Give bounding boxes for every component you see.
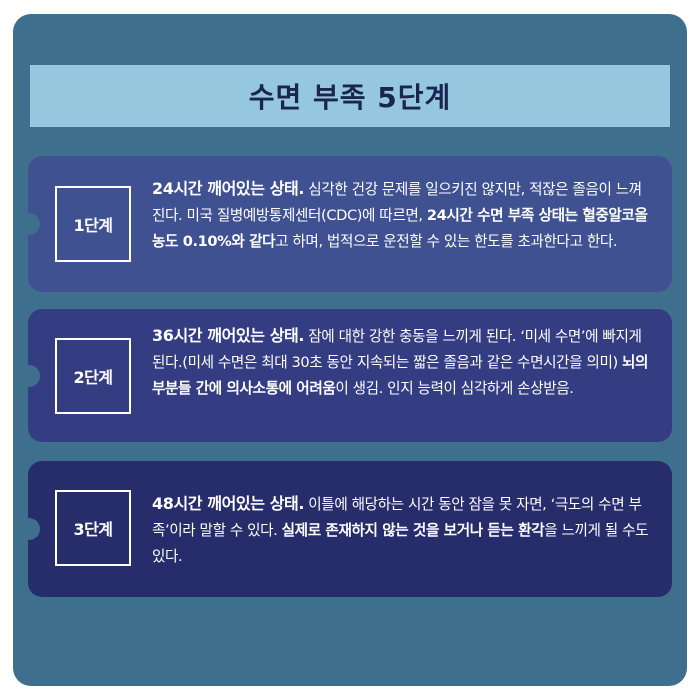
stage-heading: 48시간 깨어있는 상태. bbox=[152, 494, 305, 513]
stage-text: 이틀에 해당하는 시간 동안 잠을 못 자면, ‘극도의 수면 부족’이라 말할… bbox=[152, 496, 642, 539]
stage-emphasis: 뇌의 부분들 간에 의사소통에 어려움 bbox=[152, 354, 649, 397]
ticket-notch bbox=[18, 213, 40, 235]
stage-badge-3: 3단계 bbox=[55, 490, 131, 566]
ticket-notch bbox=[18, 518, 40, 540]
stage-text: 고 하며, 법적으로 운전할 수 있는 한도를 초과한다고 한다. bbox=[275, 233, 618, 250]
stage-label: 2단계 bbox=[73, 368, 113, 387]
stage-label: 1단계 bbox=[73, 216, 113, 235]
stage-text: 이 생김. 인지 능력이 심각하게 손상받음. bbox=[335, 380, 574, 397]
stage-description-3: 48시간 깨어있는 상태. 이틀에 해당하는 시간 동안 잠을 못 자면, ‘극… bbox=[152, 491, 652, 570]
stage-text: 잠에 대한 강한 충동을 느끼게 된다. ‘미세 수면’에 빠지게 된다.(미세… bbox=[152, 328, 642, 371]
stage-description-1: 24시간 깨어있는 상태. 심각한 건강 문제를 일으키진 않지만, 적잖은 졸… bbox=[152, 176, 652, 255]
stage-heading: 24시간 깨어있는 상태. bbox=[152, 179, 305, 198]
stage-badge-1: 1단계 bbox=[55, 186, 131, 262]
stage-card-3: 3단계 48시간 깨어있는 상태. 이틀에 해당하는 시간 동안 잠을 못 자면… bbox=[18, 461, 672, 597]
stage-label: 3단계 bbox=[73, 520, 113, 539]
title-bar: 수면 부족 5단계 bbox=[30, 65, 670, 127]
stage-badge-2: 2단계 bbox=[55, 338, 131, 414]
stage-card-2: 2단계 36시간 깨어있는 상태. 잠에 대한 강한 충동을 느끼게 된다. ‘… bbox=[18, 309, 672, 442]
ticket-notch bbox=[18, 365, 40, 387]
infographic-card: 수면 부족 5단계 1단계 24시간 깨어있는 상태. 심각한 건강 문제를 일… bbox=[13, 14, 687, 686]
stage-emphasis: 실제로 존재하지 않는 것을 보거나 듣는 환각 bbox=[281, 522, 545, 539]
stage-heading: 36시간 깨어있는 상태. bbox=[152, 326, 305, 345]
stage-card-1: 1단계 24시간 깨어있는 상태. 심각한 건강 문제를 일으키진 않지만, 적… bbox=[18, 156, 672, 292]
stage-text: 을 느끼게 될 수도 있다. bbox=[152, 522, 649, 565]
stage-text: 심각한 건강 문제를 일으키진 않지만, 적잖은 졸음이 느껴진다. 미국 질병… bbox=[152, 181, 642, 224]
stage-emphasis: 24시간 수면 부족 상태는 혈중알코올농도 0.10%와 같다 bbox=[152, 207, 648, 250]
page-title: 수면 부족 5단계 bbox=[248, 81, 452, 114]
stage-description-2: 36시간 깨어있는 상태. 잠에 대한 강한 충동을 느끼게 된다. ‘미세 수… bbox=[152, 323, 652, 402]
